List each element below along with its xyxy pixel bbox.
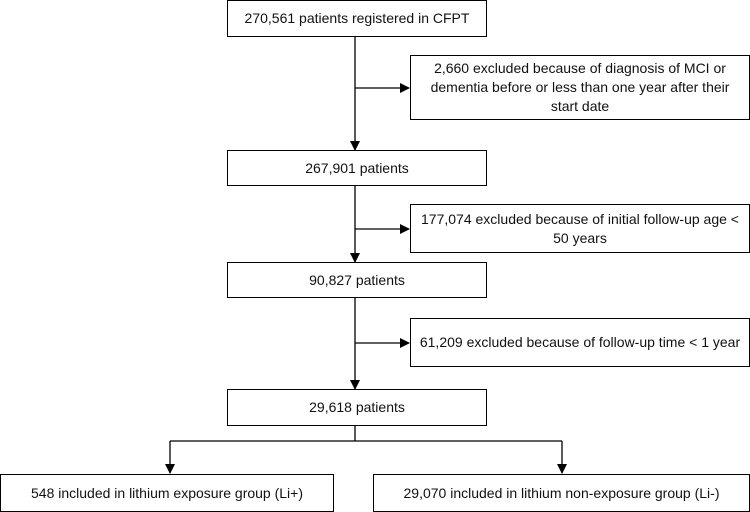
group-exposed-box: 548 included in lithium exposure group (… [0,474,334,512]
exclusion2-text: 177,074 excluded because of initial foll… [421,210,739,246]
step4-text: 29,618 patients [309,399,405,415]
step2-box: 267,901 patients [227,150,487,186]
exclusion3-box: 61,209 excluded because of follow-up tim… [410,318,750,367]
exclusion2-box: 177,074 excluded because of initial foll… [410,204,750,253]
step3-box: 90,827 patients [227,262,487,298]
step1-text: 270,561 patients registered in CFPT [244,10,470,26]
group-nonexposed-box: 29,070 included in lithium non-exposure … [373,474,750,512]
group-exposed-text: 548 included in lithium exposure group (… [31,484,303,501]
exclusion3-text: 61,209 excluded because of follow-up tim… [419,334,741,350]
step1-box: 270,561 patients registered in CFPT [227,0,487,37]
exclusion1-text: 2,660 excluded because of diagnosis of M… [430,60,730,114]
group-nonexposed-text: 29,070 included in lithium non-exposure … [403,484,720,501]
step4-box: 29,618 patients [227,389,487,426]
step3-text: 90,827 patients [309,271,405,288]
step2-text: 267,901 patients [305,159,409,176]
exclusion1-box: 2,660 excluded because of diagnosis of M… [410,55,750,120]
